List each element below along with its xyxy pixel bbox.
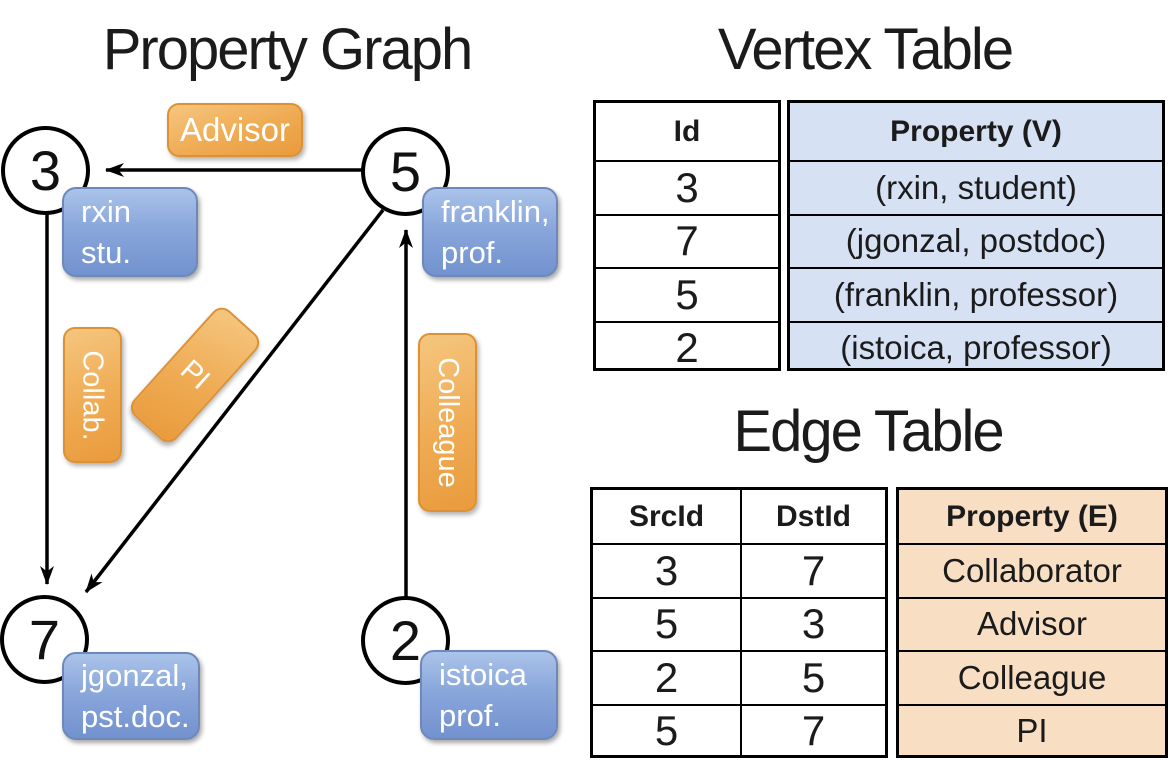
edge-table-cell: 5 xyxy=(593,703,740,757)
vertex-property-box-istoica: istoica prof. xyxy=(420,650,558,740)
edge-property-box-collab: Collab. xyxy=(63,327,122,463)
vertex-label-line: istoica xyxy=(439,657,527,692)
vertex-table-cell: (jgonzal, postdoc) xyxy=(790,213,1162,268)
vertex-table-header-id: Id xyxy=(673,114,701,148)
vertex-label-line: prof. xyxy=(439,698,502,733)
vertex-property-box-franklin: franklin, prof. xyxy=(422,187,558,277)
edge-property-box-colleague: Colleague xyxy=(418,333,477,512)
edge-label: PI xyxy=(174,353,217,396)
vertex-label-line: rxin xyxy=(81,194,131,229)
edge-table-header-property: Property (E) xyxy=(946,499,1118,533)
property-graph-title: Property Graph xyxy=(102,17,474,82)
vertex-label-line: franklin, xyxy=(441,194,550,229)
edge-table-cell: 5 xyxy=(740,650,885,704)
node-id: 7 xyxy=(28,608,61,671)
vertex-table-cell: 2 xyxy=(596,320,778,375)
edge-table-header-srcid: SrcId xyxy=(628,499,705,533)
vertex-table-cell: (rxin, student) xyxy=(790,160,1162,214)
edge-table-property-column: Property (E) Collaborator Advisor Collea… xyxy=(896,487,1168,758)
vertex-table-cell: (istoica, professor) xyxy=(790,320,1162,375)
edge-pi-arrow xyxy=(84,208,385,594)
node-id: 5 xyxy=(389,140,422,203)
vertex-label-line: pst.doc. xyxy=(81,699,190,734)
edge-table-cell: PI xyxy=(899,703,1165,757)
edge-table-cell: 3 xyxy=(593,543,740,596)
vertex-label-line: stu. xyxy=(81,235,131,270)
vertex-property-box-rxin: rxin stu. xyxy=(62,187,198,277)
edge-property-box-advisor: Advisor xyxy=(167,103,303,157)
vertex-table-title: Vertex Table xyxy=(717,17,1014,82)
vertex-label-line: jgonzal, xyxy=(81,658,188,693)
vertex-table-cell: 3 xyxy=(596,160,778,214)
edge-table-title: Edge Table xyxy=(733,399,1004,464)
edge-table-header-dstid: DstId xyxy=(740,490,885,544)
vertex-table-cell: 5 xyxy=(596,267,778,321)
graph-node-5: 5 xyxy=(361,127,450,216)
edge-table-cell: Advisor xyxy=(899,596,1165,650)
node-id: 3 xyxy=(29,139,62,202)
edge-table-cell: 7 xyxy=(740,703,885,757)
edge-label: Colleague xyxy=(432,357,465,488)
edge-label: Collab. xyxy=(77,349,109,441)
graph-node-2: 2 xyxy=(361,596,450,685)
edge-label: Advisor xyxy=(179,111,291,148)
graph-edges-svg xyxy=(40,163,413,597)
vertex-label-line: prof. xyxy=(441,235,504,270)
vertex-table-header-property: Property (V) xyxy=(890,114,1062,148)
node-id: 2 xyxy=(389,609,422,672)
vertex-table-property-column: Property (V) (rxin, student) (jgonzal, p… xyxy=(787,100,1165,371)
edge-table-cell: Collaborator xyxy=(899,543,1165,596)
vertex-table-id-column: Id 3 7 5 2 xyxy=(593,100,781,371)
vertex-table-cell: (franklin, professor) xyxy=(790,267,1162,321)
edge-table-cell: 5 xyxy=(593,596,740,650)
edge-table-id-columns: SrcId DstId 3 7 5 3 2 5 5 7 xyxy=(590,487,888,758)
vertex-table-cell: 7 xyxy=(596,213,778,268)
edge-table-cell: 3 xyxy=(740,596,885,651)
edge-table-cell: 2 xyxy=(593,650,740,703)
edge-table-cell: 7 xyxy=(740,543,885,597)
edge-table-cell: Colleague xyxy=(899,650,1165,703)
vertex-property-box-jgonzal: jgonzal, pst.doc. xyxy=(62,652,200,740)
